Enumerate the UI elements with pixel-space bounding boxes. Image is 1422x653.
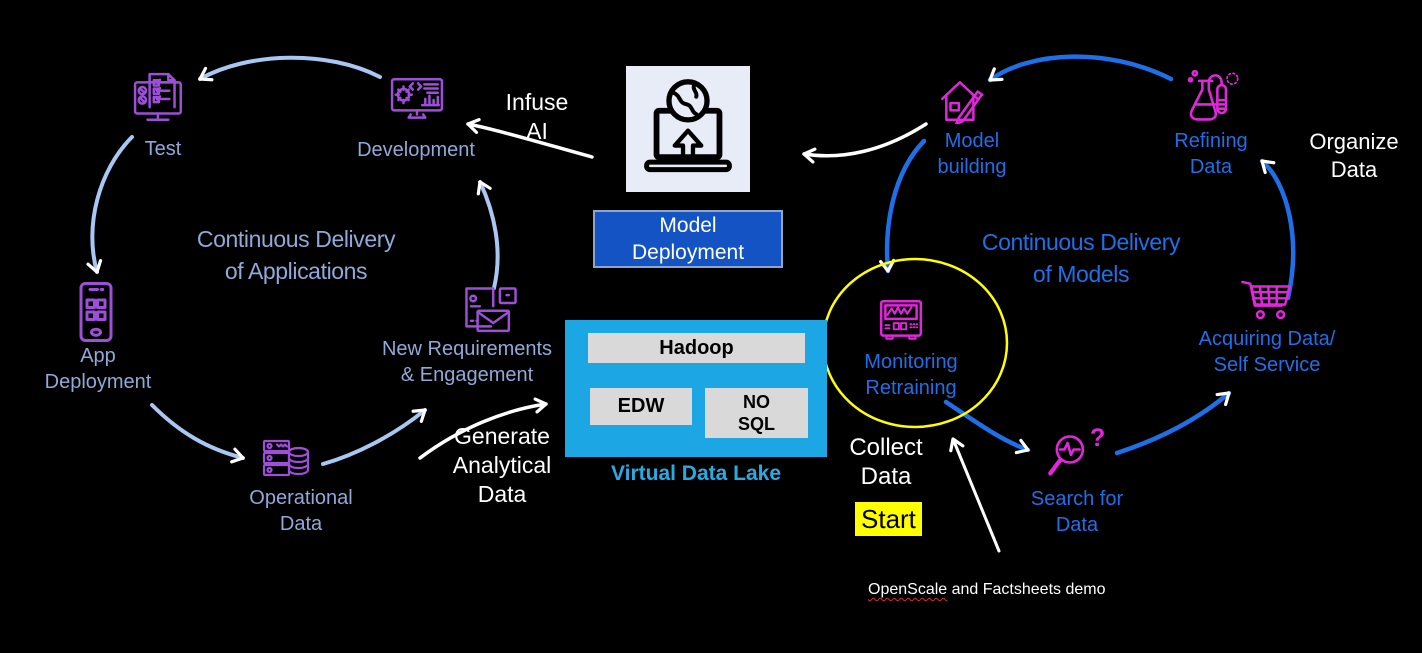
arrow-app-to-operational xyxy=(150,403,245,464)
monitoring-label: Monitoring Retraining xyxy=(864,351,958,399)
arrow-model-building-to-deployment xyxy=(802,122,928,164)
arrow-development-to-test xyxy=(198,55,382,82)
refining-data-icon xyxy=(1184,68,1240,128)
model-deployment-laptop-card xyxy=(626,66,750,192)
annotation-rest: and Factsheets demo xyxy=(947,581,1106,598)
arrow-monitoring-to-search xyxy=(943,399,1031,455)
new-requirements-label: New Requirements & Engagement xyxy=(381,338,553,386)
virtual-data-lake-caption: Virtual Data Lake xyxy=(610,462,782,485)
arrow-operational-to-requirements xyxy=(321,408,427,466)
acquiring-data-label: Acquiring Data/ Self Service xyxy=(1198,328,1336,376)
test-icon xyxy=(133,70,187,128)
right-cycle-title: Continuous Delivery of Models xyxy=(981,229,1181,287)
refining-data-label: Refining Data xyxy=(1174,130,1248,178)
model-deployment-box: Model Deployment xyxy=(593,210,783,268)
arrow-annotation-pointer xyxy=(949,437,1001,553)
search-for-data-label: Search for Data xyxy=(1030,488,1124,536)
operational-data-icon xyxy=(262,430,310,488)
arrow-infuse-ai xyxy=(466,118,594,159)
development-icon xyxy=(390,76,444,126)
collect-data-label: Collect Data xyxy=(849,434,923,490)
arrow-search-to-acquiring xyxy=(1114,390,1232,456)
left-cycle-title: Continuous Delivery of Applications xyxy=(196,226,396,284)
development-label: Development xyxy=(357,139,475,161)
infuse-ai-label: Infuse AI xyxy=(505,89,569,144)
arrow-test-to-app-deployment xyxy=(86,135,134,274)
operational-data-label: Operational Data xyxy=(249,487,353,535)
start-badge: Start xyxy=(855,502,922,536)
annotation-misspelled-word: OpenScale xyxy=(868,581,948,598)
question-mark: ? xyxy=(1090,424,1106,452)
app-deployment-icon xyxy=(77,282,115,342)
app-deployment-label: App Deployment xyxy=(44,345,152,393)
annotation-openscale: OpenScale and Factsheets demo xyxy=(868,581,1105,599)
edw-box: EDW xyxy=(590,388,692,425)
arrow-requirements-to-development xyxy=(476,180,500,290)
arrow-model-building-to-monitoring xyxy=(879,138,927,274)
arrow-acquiring-to-refining xyxy=(1259,158,1296,301)
arrow-refining-to-model-building xyxy=(987,54,1174,83)
new-requirements-icon xyxy=(462,286,520,340)
test-label: Test xyxy=(144,138,182,160)
model-building-label: Model building xyxy=(937,130,1007,178)
nosql-box: NO SQL xyxy=(705,388,808,438)
generate-analytical-label: Generate Analytical Data xyxy=(452,423,552,507)
model-building-icon xyxy=(938,78,988,124)
organize-data-label: Organize Data xyxy=(1309,129,1399,182)
hadoop-bar: Hadoop xyxy=(588,333,805,363)
virtual-data-lake-box: Hadoop EDW NO SQL xyxy=(565,320,827,457)
monitoring-icon xyxy=(876,296,926,346)
acquiring-data-icon xyxy=(1239,275,1293,325)
search-for-data-icon xyxy=(1046,430,1098,482)
arrow-generate-analytical xyxy=(418,397,548,460)
laptop-globe-upload-icon xyxy=(644,79,732,173)
